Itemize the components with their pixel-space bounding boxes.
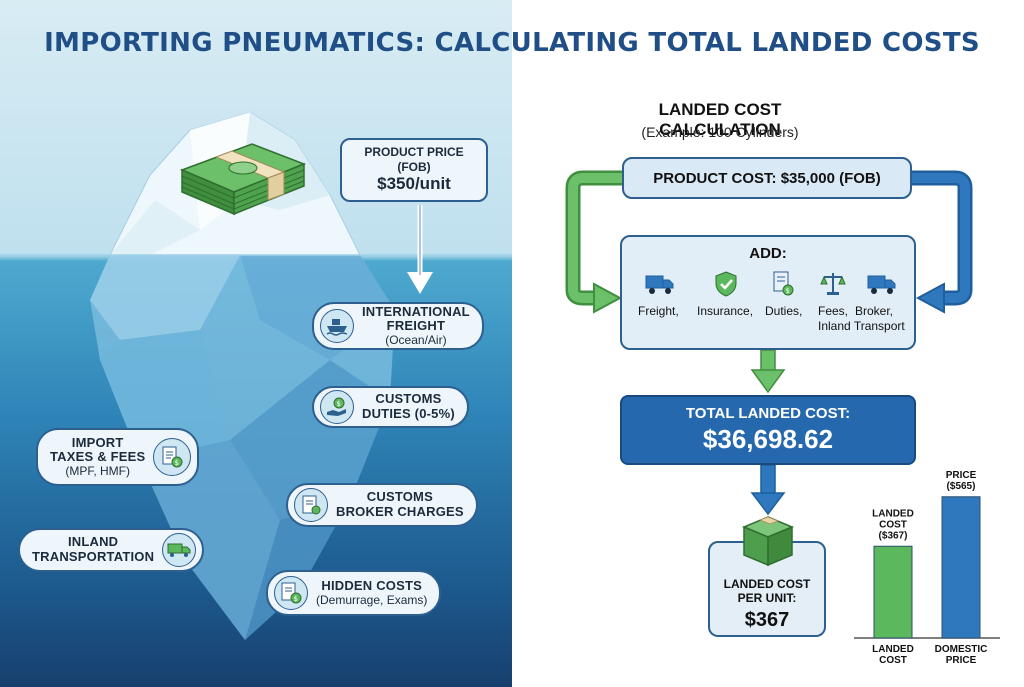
- freight-sub: (Ocean/Air): [385, 332, 447, 347]
- duties-title-1: CUSTOMS: [375, 391, 442, 407]
- broker-document-icon: [294, 488, 328, 522]
- calculation-subtitle: (Example: 100 Cylinders): [641, 124, 799, 140]
- add-item-inland-transport: Inland Transport: [818, 319, 905, 333]
- inland-title-2: TRANSPORTATION: [32, 549, 155, 564]
- add-item-insurance: Insurance,: [697, 304, 754, 318]
- duties-title-2: DUTIES (0-5%): [362, 406, 455, 421]
- product-price-label-1: PRODUCT PRICE: [364, 145, 464, 160]
- inland-transportation-pill: INLAND TRANSPORTATION: [18, 528, 205, 572]
- hidden-sub: (Demurrage, Exams): [316, 592, 428, 607]
- product-price-box: PRODUCT PRICE (FOB) $350/unit: [340, 138, 488, 202]
- total-landed-cost-value: $36,698.62: [702, 424, 834, 454]
- bar-domestic-price: [941, 496, 981, 639]
- taxes-title-1: IMPORT: [71, 434, 124, 450]
- per-unit-box: LANDED COST PER UNIT: $367: [708, 541, 826, 637]
- page-title: IMPORTING PNEUMATICS: CALCULATING TOTAL …: [44, 28, 980, 58]
- total-landed-cost-label: TOTAL LANDED COST:: [685, 405, 851, 422]
- inland-title-1: INLAND: [67, 534, 119, 550]
- import-taxes-pill: IMPORT TAXES & FEES (MPF, HMF) $: [36, 428, 200, 486]
- hidden-costs-pill: $ HIDDEN COSTS (Demurrage, Exams): [266, 570, 442, 616]
- svg-text:$: $: [294, 595, 298, 603]
- taxes-title-2: TAXES & FEES: [50, 449, 146, 465]
- inland-truck-icon: [866, 269, 898, 299]
- customs-duties-pill: $ CUSTOMS DUTIES (0-5%): [312, 386, 469, 428]
- per-unit-label-1: LANDED COST: [723, 577, 811, 591]
- per-unit-label-2: PER UNIT:: [737, 591, 797, 606]
- add-label: ADD:: [749, 245, 787, 262]
- add-costs-box: ADD: $ Freight, Insurance, Duties, Fees,…: [620, 235, 916, 350]
- iceberg-panel: PRODUCT PRICE (FOB) $350/unit INTERNATIO…: [0, 0, 512, 687]
- ship-icon: [320, 309, 354, 343]
- product-price-label-2: (FOB): [397, 159, 431, 174]
- shield-icon: [710, 269, 742, 299]
- customs-broker-pill: CUSTOMS BROKER CHARGES: [286, 483, 478, 527]
- per-unit-label: LANDED COST PER UNIT:: [710, 577, 824, 606]
- add-item-fees: Fees,: [818, 304, 849, 318]
- money-stack-icon: [179, 143, 307, 216]
- taxes-sub: (MPF, HMF): [65, 463, 130, 478]
- money-hand-icon: $: [320, 390, 354, 424]
- truck-icon: [162, 533, 197, 567]
- freight-title-2: FREIGHT: [386, 318, 446, 334]
- fee-document-icon: $: [153, 438, 192, 476]
- product-cost-box: PRODUCT COST: $35,000 (FOB): [622, 157, 912, 199]
- add-item-broker: Broker,: [855, 304, 894, 318]
- international-freight-pill: INTERNATIONAL FREIGHT (Ocean/Air): [312, 302, 484, 350]
- freight-title-1: INTERNATIONAL: [362, 303, 470, 319]
- freight-truck-icon: [644, 269, 676, 299]
- svg-text:$: $: [337, 400, 341, 408]
- hidden-title-1: HIDDEN COSTS: [321, 578, 422, 593]
- broker-title-2: BROKER CHARGES: [336, 504, 464, 519]
- add-item-duties: Duties,: [765, 304, 803, 318]
- calculation-title: LANDED COST CALCULATION: [658, 100, 782, 139]
- total-landed-cost-box: TOTAL LANDED COST: $36,698.62: [620, 395, 916, 465]
- broker-title-1: CUSTOMS: [366, 489, 433, 505]
- add-item-freight: Freight,: [638, 304, 679, 318]
- bar-landed-cost: [873, 545, 913, 639]
- hidden-cost-document-icon: $: [274, 576, 308, 610]
- scale-icon: [817, 269, 849, 299]
- box-icon: [742, 516, 794, 567]
- duties-document-icon: $: [767, 269, 799, 299]
- per-unit-value: $367: [744, 609, 790, 631]
- svg-text:$: $: [786, 287, 790, 295]
- svg-text:$: $: [175, 459, 179, 467]
- product-price-value: $350/unit: [377, 174, 451, 194]
